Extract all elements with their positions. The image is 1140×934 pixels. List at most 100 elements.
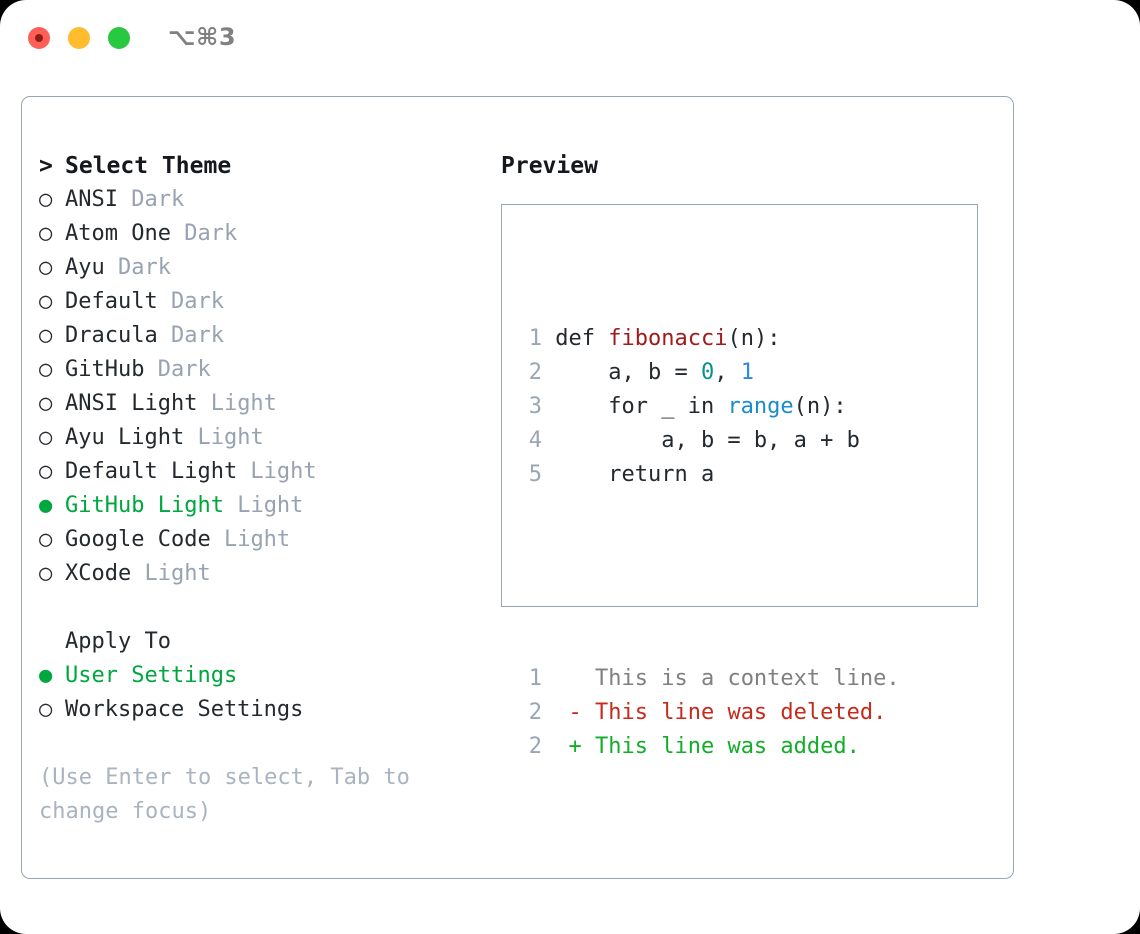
- radio-unselected-icon[interactable]: ○: [39, 221, 53, 246]
- apply-to-list: ● User Settings ○Workspace Settings: [39, 659, 489, 727]
- radio-unselected-icon[interactable]: ○: [39, 697, 53, 722]
- code-token: a, b =: [555, 360, 701, 385]
- diff-sign: +: [568, 734, 582, 759]
- theme-list-item[interactable]: ○ GitHub Dark: [39, 353, 489, 387]
- theme-list-item[interactable]: ○XCode Light: [39, 557, 489, 591]
- close-icon: [35, 34, 43, 42]
- theme-list-item[interactable]: ○ Google Code Light: [39, 523, 489, 557]
- theme-variant-label: Light: [197, 391, 277, 416]
- preview-column: Preview: [501, 149, 598, 183]
- radio-unselected-icon[interactable]: ○: [39, 187, 53, 212]
- theme-variant-label: Light: [184, 425, 264, 450]
- diff-sign: [569, 666, 582, 691]
- theme-list-item[interactable]: ○ Default Light Light: [39, 455, 489, 489]
- line-number: 2: [528, 700, 542, 725]
- code-line: 4 a, b = b, a + b: [516, 424, 900, 458]
- radio-unselected-icon[interactable]: ○: [39, 527, 53, 552]
- caret-right-icon: >: [39, 153, 53, 179]
- code-line: 1 def fibonacci(n):: [516, 322, 900, 356]
- hint-text: (Use Enter to select, Tab to change focu…: [39, 765, 410, 824]
- theme-name-label: Default Light: [65, 459, 238, 484]
- theme-list-item[interactable]: ● GitHub Light Light: [39, 489, 489, 523]
- theme-name-label: Atom One: [65, 221, 171, 246]
- theme-list-item[interactable]: ○ Atom One Dark: [39, 217, 489, 251]
- code-token: 1: [740, 360, 754, 385]
- diff-line: 2 + This line was added.: [516, 730, 900, 764]
- theme-variant-label: Dark: [170, 221, 238, 246]
- theme-variant-label: Dark: [104, 255, 171, 280]
- theme-variant-label: Dark: [157, 289, 224, 314]
- diff-text: This is a context line.: [581, 666, 900, 691]
- theme-variant-label: Light: [210, 527, 291, 552]
- radio-unselected-icon[interactable]: ○: [39, 391, 53, 416]
- theme-list-item[interactable]: ○ ANSI Light Light: [39, 387, 489, 421]
- diff-sign: -: [568, 700, 582, 725]
- theme-name-label: Ayu: [65, 255, 105, 280]
- maximize-button[interactable]: [108, 27, 130, 49]
- theme-name-label: XCode: [65, 561, 132, 586]
- theme-list-item[interactable]: ○Ayu Light Light: [39, 421, 489, 455]
- code-token: range: [727, 394, 794, 419]
- code-line: 2 a, b = 0, 1: [516, 356, 900, 390]
- theme-name-label: Google Code: [65, 527, 211, 552]
- radio-unselected-icon[interactable]: ○: [39, 289, 53, 314]
- line-number: 2: [528, 734, 542, 759]
- code-token: 0: [700, 360, 715, 385]
- theme-list-item[interactable]: ○ Ayu Dark: [39, 251, 489, 285]
- radio-selected-icon[interactable]: ●: [39, 663, 53, 688]
- code-token: a, b = b, a + b: [555, 428, 860, 453]
- theme-list-item[interactable]: ○ANSI Dark: [39, 183, 489, 217]
- radio-unselected-icon[interactable]: ○: [39, 459, 53, 484]
- theme-variant-label: Light: [223, 493, 304, 518]
- radio-unselected-icon[interactable]: ○: [39, 425, 53, 450]
- apply-to-marker-spacer: ○: [39, 625, 65, 659]
- line-number: 4: [528, 428, 542, 453]
- theme-list-heading-label: Select Theme: [65, 153, 232, 179]
- theme-list-item[interactable]: ○Dracula Dark: [39, 319, 489, 353]
- theme-variant-label: Dark: [144, 357, 211, 382]
- theme-name-label: GitHub Light: [65, 493, 224, 518]
- diff-text: This line was added.: [581, 734, 860, 759]
- code-token: return a: [555, 462, 715, 487]
- line-number: 5: [528, 462, 542, 487]
- radio-unselected-icon[interactable]: ○: [39, 323, 53, 348]
- apply-to-label: User Settings: [65, 663, 238, 688]
- apply-to-item[interactable]: ○Workspace Settings: [39, 693, 489, 727]
- diff-line: 2 - This line was deleted.: [516, 696, 900, 730]
- theme-list: ○ ANSI Dark ○ Atom One Dark ○ Ayu Dark ○ Defaul…: [39, 183, 489, 591]
- code-token: for _ in: [555, 394, 728, 419]
- apply-to-heading: ○Apply To: [39, 625, 489, 659]
- keyboard-shortcut-label: ⌥⌘3: [168, 23, 237, 51]
- code-line: 3 for _ in range(n):: [516, 390, 900, 424]
- line-number: 3: [528, 394, 542, 419]
- theme-list-item[interactable]: ○ Default Dark: [39, 285, 489, 319]
- radio-unselected-icon[interactable]: ○: [39, 255, 53, 280]
- theme-name-label: Dracula: [65, 323, 158, 348]
- radio-unselected-icon[interactable]: ○: [39, 357, 53, 382]
- theme-name-label: ANSI Light: [65, 391, 198, 416]
- apply-to-item[interactable]: ● User Settings: [39, 659, 489, 693]
- theme-variant-label: Light: [237, 459, 317, 484]
- theme-name-label: ANSI: [65, 187, 118, 212]
- minimize-button[interactable]: [68, 27, 90, 49]
- title-bar: ⌥⌘3: [0, 0, 1140, 78]
- line-number: 2: [528, 360, 542, 385]
- code-token: def: [555, 326, 609, 351]
- apply-to-heading-label: Apply To: [65, 629, 171, 654]
- theme-name-label: GitHub: [65, 357, 145, 382]
- theme-name-label: Default: [65, 289, 158, 314]
- theme-list-heading: > Select Theme: [39, 149, 489, 183]
- diff-line: 1 This is a context line.: [516, 662, 900, 696]
- code-token: ,: [714, 360, 741, 385]
- code-diff-spacer: [516, 560, 900, 594]
- radio-selected-icon[interactable]: ●: [39, 493, 53, 518]
- theme-selector-column: >Select Theme ○ANSI Dark○Atom One Dark○A…: [39, 149, 489, 727]
- diff-text: This line was deleted.: [581, 700, 887, 725]
- content-panel: >Select Theme ○ANSI Dark○Atom One Dark○A…: [21, 96, 1014, 879]
- radio-unselected-icon[interactable]: ○: [39, 561, 53, 586]
- line-number: 1: [528, 326, 542, 351]
- code-token: (n):: [727, 326, 781, 351]
